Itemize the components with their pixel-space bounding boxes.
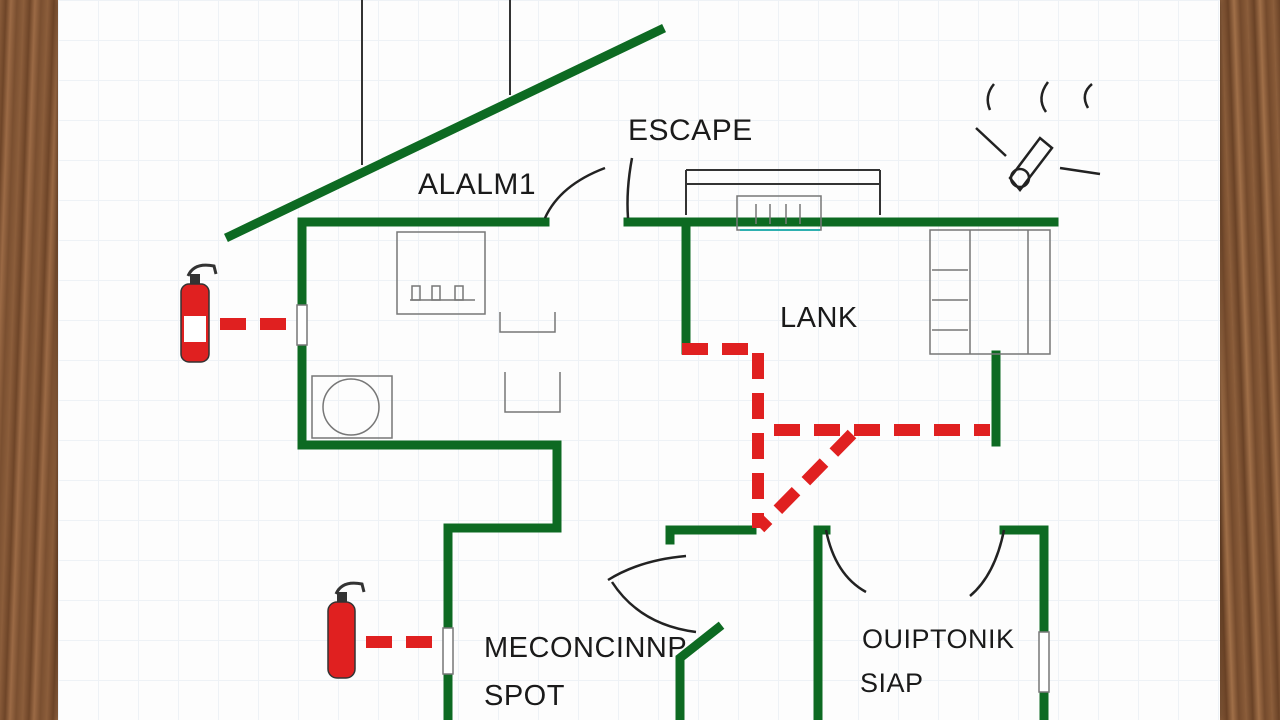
- route-segment: [755, 429, 857, 533]
- door-swing-escape: [626, 157, 634, 219]
- door-swing-storage-east: [969, 529, 1006, 597]
- wood-table-left: [0, 0, 58, 720]
- diagonal-wall: [223, 23, 667, 243]
- door-swing-spot-2: [610, 581, 697, 634]
- corridor-wall: [665, 525, 757, 545]
- washer: [311, 375, 393, 439]
- west-room-wall: [297, 217, 562, 720]
- fire-extinguisher-icon: [327, 581, 366, 679]
- fire-alarm-icon: [975, 81, 1101, 193]
- door-swing-spot: [607, 554, 687, 582]
- pencil-lines: [361, 0, 881, 215]
- meeting-spot-label-line2: SPOT: [484, 680, 565, 712]
- door-swing-storage-west: [824, 529, 867, 594]
- route-segment: [682, 343, 764, 528]
- storage-west-wall: [813, 525, 831, 720]
- sink-unit: [396, 231, 486, 315]
- door-swing-alarm: [543, 166, 606, 219]
- escape-route: [220, 318, 990, 648]
- storage-label: OUIPTONIK: [862, 624, 1015, 654]
- furniture: [296, 195, 1051, 693]
- chair: [499, 312, 556, 333]
- stairs: [929, 229, 1051, 355]
- fire-extinguisher-icon: [180, 263, 218, 363]
- wood-table-right: [1220, 0, 1280, 720]
- floor-plan-sheet: [58, 0, 1220, 720]
- doors: [543, 157, 1006, 634]
- storage-label-line2: SIAP: [860, 668, 924, 698]
- alarm-label: ALALM1: [418, 168, 537, 201]
- escape-label: ESCAPE: [628, 114, 753, 147]
- meeting-spot-label: MECONCINNP: [484, 632, 688, 664]
- lank-label: LANK: [780, 302, 858, 334]
- chair: [504, 372, 561, 413]
- spot-door-wall: [675, 621, 725, 720]
- walls: [223, 23, 1059, 720]
